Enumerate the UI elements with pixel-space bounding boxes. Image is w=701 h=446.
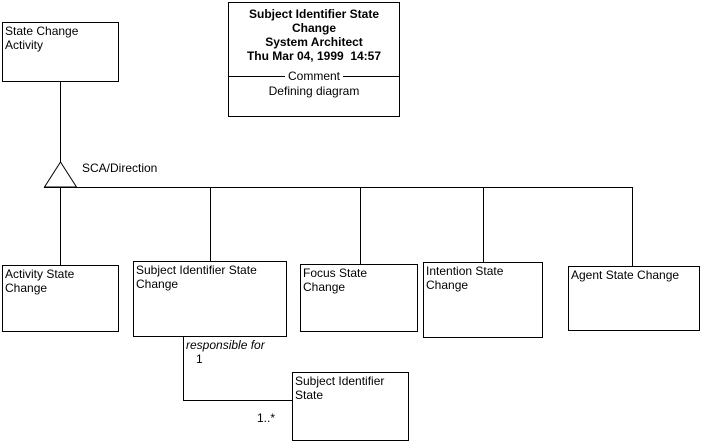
- label-sca-direction[interactable]: SCA/Direction: [82, 161, 158, 175]
- label-multiplicity-1-star[interactable]: 1..*: [257, 411, 276, 425]
- node-label: Focus State Change: [303, 266, 368, 294]
- divider-line-left: [229, 75, 285, 77]
- comment-divider: Comment: [229, 69, 400, 83]
- node-label: Intention State Change: [426, 264, 504, 292]
- node-intention-state-change[interactable]: Intention State Change: [423, 262, 543, 338]
- node-agent-state-change[interactable]: Agent State Change: [568, 266, 700, 331]
- node-label: Subject Identifier State: [295, 374, 385, 402]
- node-subject-identifier-state[interactable]: Subject Identifier State: [292, 372, 409, 441]
- connector-association-responsible-for: [183, 337, 292, 401]
- node-label: Agent State Change: [571, 268, 680, 282]
- node-subject-identifier-state-change[interactable]: Subject Identifier State Change: [133, 261, 287, 337]
- tool-name: System Architect: [265, 35, 363, 49]
- node-label: Subject Identifier State Change: [136, 263, 257, 291]
- comment-divider-label: Comment: [288, 69, 341, 83]
- diagram-title: Subject Identifier State Change: [248, 7, 380, 35]
- node-label: Activity State Change: [5, 267, 75, 295]
- node-state-change-activity[interactable]: State Change Activity: [2, 22, 119, 82]
- diagram-comment: Defining diagram: [268, 84, 360, 98]
- node-focus-state-change[interactable]: Focus State Change: [300, 264, 418, 332]
- divider-line-right: [343, 75, 400, 77]
- generalization-triangle-icon: [43, 161, 78, 188]
- diagram-timestamp: Thu Mar 04, 1999 14:57: [246, 49, 382, 63]
- label-multiplicity-1[interactable]: 1: [196, 352, 203, 366]
- diagram-header-symbol[interactable]: Subject Identifier State Change System A…: [228, 2, 400, 117]
- label-responsible-for[interactable]: responsible for: [186, 338, 265, 352]
- node-label: State Change Activity: [5, 24, 79, 52]
- node-activity-state-change[interactable]: Activity State Change: [2, 265, 119, 332]
